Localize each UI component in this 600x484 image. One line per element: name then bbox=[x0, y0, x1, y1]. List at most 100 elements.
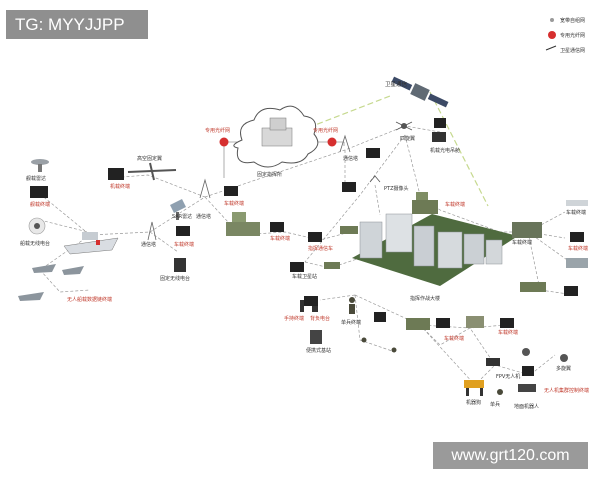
fixed-station-label: 车载终端 bbox=[224, 200, 244, 207]
terminal-icon bbox=[500, 318, 514, 328]
tank-icon bbox=[520, 282, 546, 292]
network-links bbox=[39, 91, 571, 386]
fpv-uav-label: FPV无人机 bbox=[496, 373, 520, 380]
portable-station-label: 便携式基站 bbox=[306, 347, 331, 354]
sar-radar-label: SAR雷达 bbox=[172, 213, 192, 220]
cloud-icon bbox=[233, 105, 319, 168]
legend-item-1: 宽带自组网 bbox=[560, 17, 585, 24]
terminal-icon bbox=[176, 226, 190, 236]
unmanned-boat-label: 无人船载数据链终端 bbox=[67, 296, 112, 303]
sat-vehicle-label: 车载卫星站 bbox=[292, 273, 317, 280]
handheld-label: 手持终端 bbox=[284, 315, 304, 322]
soldier-label: 单兵终端 bbox=[341, 319, 361, 326]
soldier-icon bbox=[497, 389, 503, 395]
tag-label: TG: MYYJJPP bbox=[6, 10, 148, 39]
hex-uav-icon bbox=[522, 348, 568, 362]
vehicle-icon bbox=[226, 212, 260, 236]
terminal-icon bbox=[436, 318, 450, 328]
vehicle-terminal-b-label: 车载终端 bbox=[270, 235, 290, 242]
personnel-label: 单兵 bbox=[490, 401, 500, 408]
private-net-left-label: 专用光纤网 bbox=[205, 127, 230, 134]
robot-dog-label: 机器狗 bbox=[466, 399, 481, 406]
high-altitude-uav-label: 高空固定翼 bbox=[137, 155, 162, 162]
airborne-terminal-right-label: 机载光电吊舱 bbox=[430, 147, 460, 154]
satellite-link bbox=[291, 91, 489, 207]
uav-terminal-label: 机载终端 bbox=[110, 183, 130, 190]
terminal-icon bbox=[374, 312, 386, 322]
vehicle-icon bbox=[466, 316, 484, 328]
terminal-icon bbox=[224, 186, 238, 196]
shipborne-radar-label: 舰载雷达 bbox=[26, 175, 46, 182]
uav-group-label: 无人机集群控制终端 bbox=[544, 387, 589, 394]
boat-icon bbox=[18, 264, 84, 301]
robot-dog-icon bbox=[464, 380, 484, 396]
wireless-links bbox=[39, 125, 571, 386]
terminal-icon bbox=[366, 148, 380, 158]
quadcopter-icon bbox=[395, 121, 413, 131]
antenna-icon bbox=[566, 200, 588, 206]
tower-icon bbox=[339, 134, 351, 153]
tower-icon bbox=[147, 221, 157, 241]
terminal-icon bbox=[308, 232, 322, 242]
command-center-label: 固定指挥所 bbox=[257, 171, 282, 178]
operations-building-label: 指挥作战大楼 bbox=[410, 295, 440, 302]
ship-icon bbox=[63, 232, 119, 255]
vehicle-terminal-a-label: 车载终端 bbox=[445, 201, 465, 208]
terminal-icon bbox=[432, 132, 446, 142]
relay-right-label: 通信塔 bbox=[343, 155, 358, 162]
terminal-icon bbox=[564, 286, 578, 296]
radio-icon bbox=[310, 330, 322, 344]
fiber-node-icon bbox=[219, 137, 229, 147]
terminal-icon bbox=[304, 296, 318, 306]
vessel-terminal-label: 舰载终端 bbox=[30, 201, 50, 208]
camera-icon bbox=[369, 175, 381, 183]
sar-radar-icon bbox=[170, 199, 186, 220]
vehicle-icon bbox=[406, 318, 430, 330]
terminal-icon bbox=[570, 232, 584, 242]
legend-item-3: 卫星通信网 bbox=[560, 47, 585, 54]
mobile-vehicle-right-label: 车载终端 bbox=[512, 239, 532, 246]
tank-icon bbox=[340, 226, 358, 234]
terminal-icon bbox=[108, 168, 124, 180]
satellite-label: 卫星通信 bbox=[385, 80, 408, 88]
watermark: www.grt120.com bbox=[433, 442, 588, 469]
terminal-icon bbox=[522, 366, 534, 376]
vehicle-icon bbox=[412, 192, 438, 214]
radar-icon bbox=[31, 159, 49, 172]
soldier-icon bbox=[349, 297, 355, 314]
fixed-radio-label: 固定无线电台 bbox=[160, 275, 190, 282]
tank-icon bbox=[324, 262, 340, 269]
vehicle-icon bbox=[566, 258, 588, 268]
ship-terminal-label: 船载无线电台 bbox=[20, 240, 50, 247]
backpack-label: 背负电台 bbox=[310, 315, 330, 322]
ground-robot-icon bbox=[518, 384, 536, 392]
legend-sat-symbol bbox=[545, 45, 557, 51]
fiber-node-icon bbox=[327, 137, 337, 147]
tower-icon bbox=[199, 178, 211, 199]
legend-item-2: 专用光纤网 bbox=[560, 32, 585, 39]
vehicle-terminal-c-label: 车载终端 bbox=[566, 209, 586, 216]
quadcopter-label: 四旋翼 bbox=[400, 135, 415, 142]
legend: 宽带自组网 专用光纤网 卫星通信网 bbox=[545, 17, 585, 54]
relay-left-label: 通信塔 bbox=[141, 241, 156, 248]
city-model-icon bbox=[352, 213, 518, 286]
ptz-camera-label: PTZ摄像头 bbox=[384, 185, 409, 192]
mobile-command-label: 指挥通信车 bbox=[308, 245, 333, 252]
uav-icon bbox=[127, 162, 177, 181]
fpv-uav-icon bbox=[486, 358, 500, 366]
radio-icon bbox=[174, 258, 186, 272]
legend-fiber-symbol bbox=[548, 31, 556, 39]
ground-robot-label: 地面机器人 bbox=[514, 403, 539, 410]
vehicle-f-label: 车载终端 bbox=[444, 335, 464, 342]
legend-wireless-symbol bbox=[550, 18, 554, 22]
vehicle-e-label: 车载终端 bbox=[498, 329, 518, 336]
truck-icon bbox=[512, 222, 542, 238]
private-net-right-label: 专用光纤网 bbox=[313, 127, 338, 134]
soldier-icon bbox=[361, 337, 397, 353]
hex-uav-label: 多旋翼 bbox=[556, 365, 571, 372]
terminal-icon bbox=[270, 222, 284, 232]
terminal-icon bbox=[290, 262, 304, 272]
terminal-icon bbox=[434, 118, 446, 128]
